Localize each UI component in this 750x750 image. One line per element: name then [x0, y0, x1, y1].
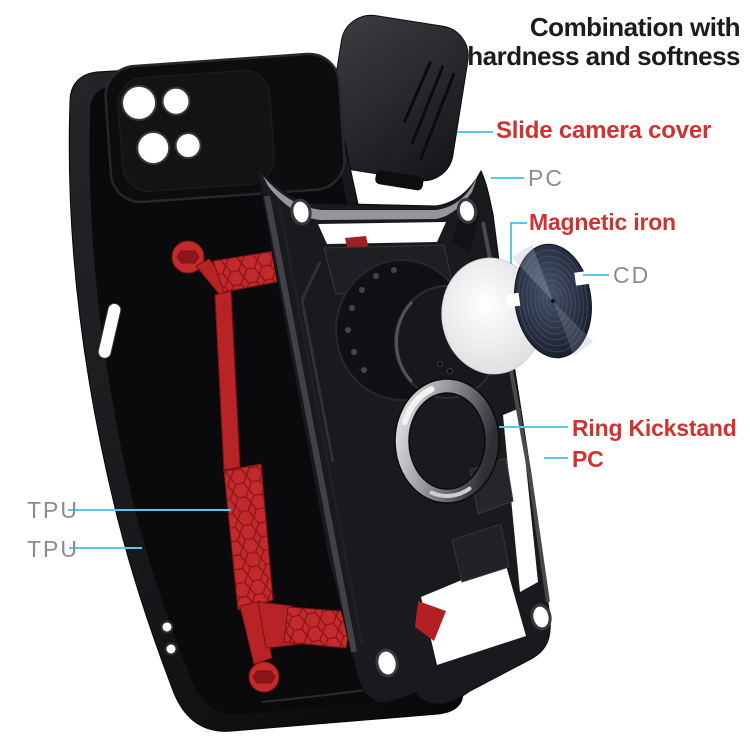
cd-disc-art	[506, 243, 594, 359]
armor-side-window	[503, 408, 538, 592]
leader-pc-bottom	[544, 457, 568, 459]
camera-recess	[104, 52, 346, 204]
port-hole	[160, 620, 174, 634]
armor-bottom-window	[421, 562, 526, 665]
label-tpu-bumper: TPU	[27, 536, 79, 562]
leader-slide-camera-cover	[457, 131, 493, 133]
leader-magnetic-iron-h	[511, 222, 527, 224]
label-cd: CD	[613, 262, 651, 288]
volume-button-cutout	[97, 302, 122, 359]
label-ring-kickstand: Ring Kickstand	[572, 415, 737, 441]
camera-lens-hole	[161, 86, 191, 116]
port-hole	[164, 642, 178, 656]
label-magnetic-iron: Magnetic iron	[529, 209, 676, 235]
leader-tpu-insert	[68, 509, 231, 511]
title-line-2: hardness and softness	[467, 41, 740, 71]
slide-camera-cover-art	[325, 14, 469, 191]
camera-lens-hole	[174, 132, 202, 160]
leader-ring-kickstand	[499, 426, 568, 428]
leader-magnetic-iron-v	[510, 222, 512, 264]
label-slide-camera-cover: Slide camera cover	[496, 117, 712, 144]
leader-cd	[583, 274, 609, 276]
camera-lens-hole	[121, 84, 158, 121]
label-tpu-insert: TPU	[27, 497, 79, 523]
page-title: Combination with hardness and softness	[467, 13, 740, 71]
leader-tpu-bumper	[69, 547, 142, 549]
armor-camera-window	[318, 222, 446, 244]
title-line-1: Combination with	[529, 12, 741, 42]
armor-corner-holes	[290, 198, 552, 678]
label-pc-top: PC	[528, 165, 564, 191]
kickstand-ring	[394, 378, 500, 504]
leader-pc-top	[491, 177, 524, 179]
camera-lens-hole	[136, 130, 171, 165]
screw-dots	[345, 267, 397, 373]
armor-top-bevel	[263, 175, 478, 220]
label-pc-bottom: PC	[572, 446, 604, 472]
cover-grip-lines	[403, 61, 456, 160]
